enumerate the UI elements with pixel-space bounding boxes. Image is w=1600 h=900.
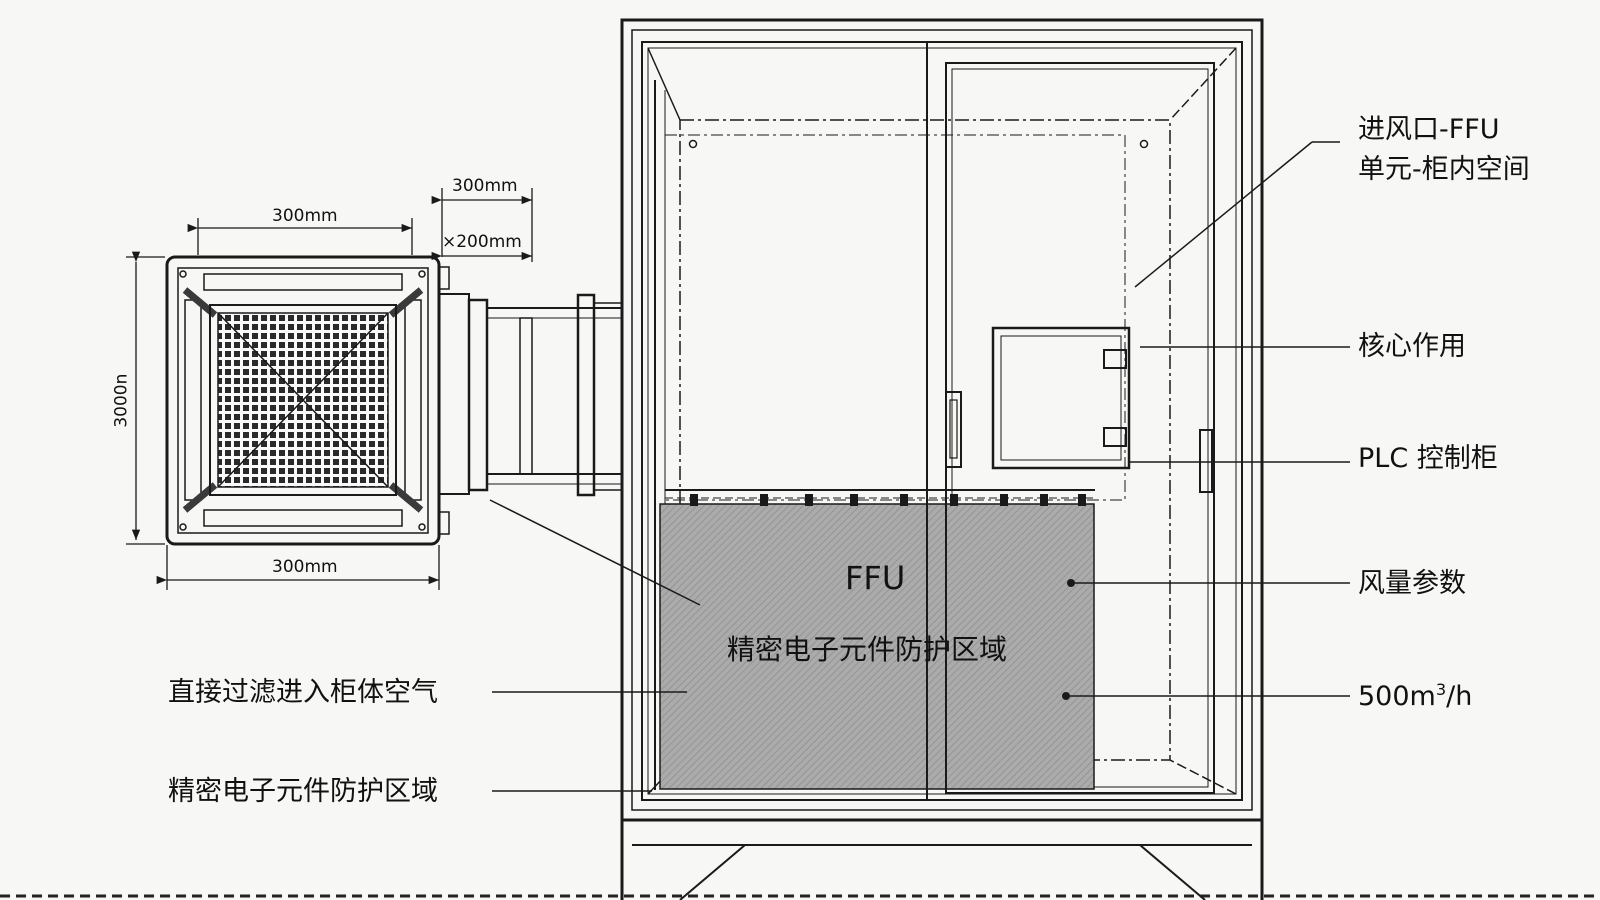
callout-airflow-value: 500m3/h xyxy=(1358,680,1472,714)
cabinet xyxy=(620,18,1264,900)
dim-fan-bottom: 300mm xyxy=(272,557,338,577)
plc-box xyxy=(991,326,1131,470)
leader-ffu xyxy=(489,499,701,606)
callout-protect-zone: 精密电子元件防护区域 xyxy=(168,776,438,807)
hinge-icon xyxy=(1103,349,1127,369)
dimension-lines xyxy=(126,188,533,590)
callout-core-function: 核心作用 xyxy=(1358,331,1466,362)
leader-lines xyxy=(489,141,1350,792)
ffu-subtitle: 精密电子元件防护区域 xyxy=(727,633,1008,666)
ffu-panel xyxy=(659,503,1095,790)
dim-duct-length: 300mm xyxy=(452,176,518,196)
airflow-value-unit: /h xyxy=(1446,681,1473,712)
fan-unit xyxy=(165,255,450,546)
duct-connector xyxy=(438,290,624,500)
callout-airflow-params: 风量参数 xyxy=(1358,568,1466,599)
dim-fan-top: 300mm xyxy=(272,206,338,226)
callout-plc-cabinet: PLC 控制柜 xyxy=(1358,443,1498,474)
callout-intake-line2: 单元-柜内空间 xyxy=(1358,154,1530,185)
hinge-icon xyxy=(1103,427,1127,447)
airflow-value-sup: 3 xyxy=(1435,680,1447,699)
cabinet-inner-frame-1 xyxy=(631,29,1253,811)
cabinet-inner-frame-2 xyxy=(641,41,1243,801)
airflow-value-number: 500m xyxy=(1358,681,1436,712)
ffu-title: FFU xyxy=(845,559,906,597)
callout-intake-line1: 进风口-FFU xyxy=(1358,114,1500,145)
ffu-fixtures xyxy=(690,494,1086,506)
cabinet-inner-frame-3 xyxy=(647,47,1237,795)
leader-intake xyxy=(1134,141,1313,288)
door-handle-icon xyxy=(1199,429,1213,493)
door-handle-icon xyxy=(945,391,962,468)
dim-duct-size: ×200mm xyxy=(442,232,522,252)
callout-filter-air: 直接过滤进入柜体空气 xyxy=(168,677,438,708)
dim-fan-height: 3000n xyxy=(111,373,132,428)
